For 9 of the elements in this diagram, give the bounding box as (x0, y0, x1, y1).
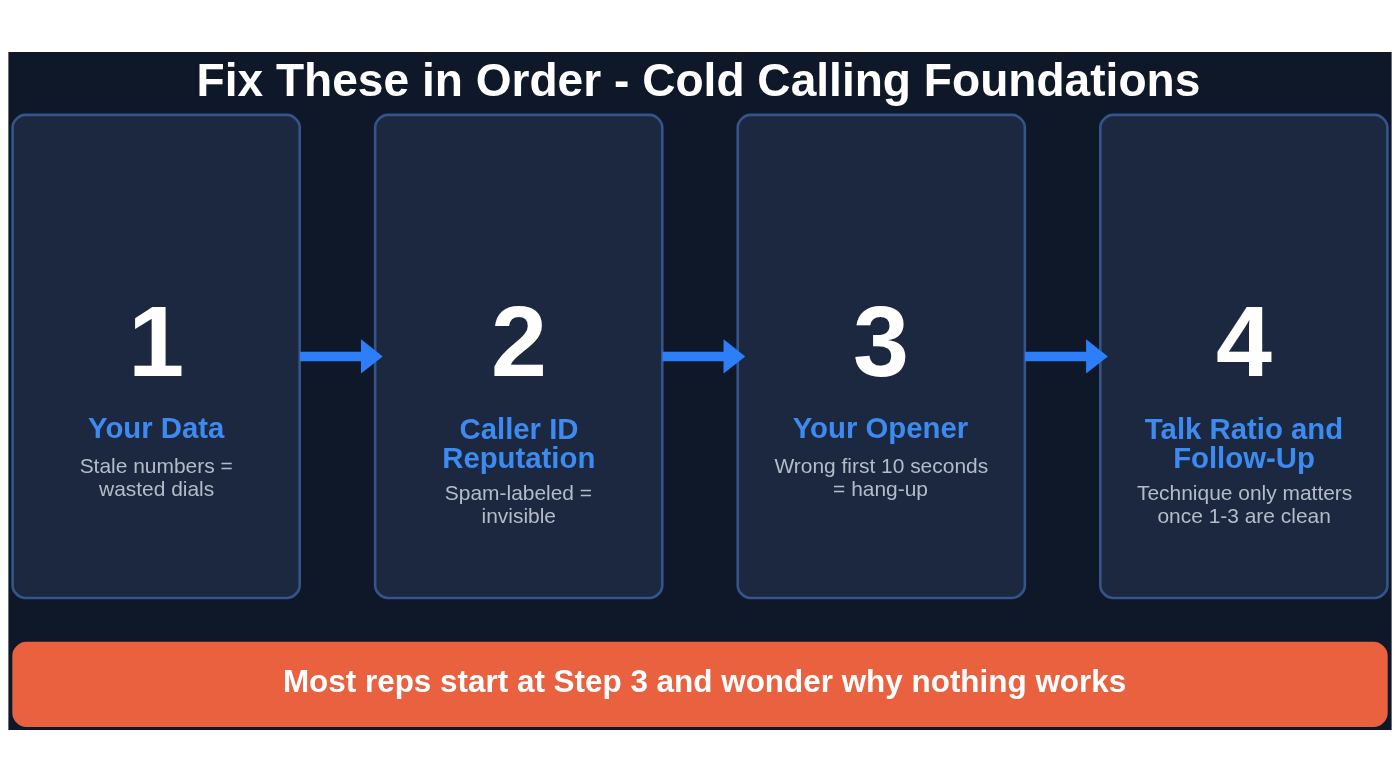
node-box: 4 Talk Ratio and Follow-Up Technique only matters once 1-3 are clean (1099, 113, 1389, 599)
arrow (299, 338, 383, 374)
arrow (662, 338, 746, 374)
diagram-title: Fix These in Order - Cold Calling Foundations (196, 53, 1201, 106)
node-box: 1 Your Data Stale numbers = wasted dials (11, 113, 301, 599)
node-box: 3 Your Opener Wrong first 10 seconds = hang-up (736, 113, 1027, 599)
node-box: 2 Caller ID Reputation Spam-labeled = invisible (373, 113, 664, 599)
node-box: Most reps start at Step 3 and wonder why nothing works (12, 641, 1388, 727)
arrow (1025, 338, 1108, 374)
